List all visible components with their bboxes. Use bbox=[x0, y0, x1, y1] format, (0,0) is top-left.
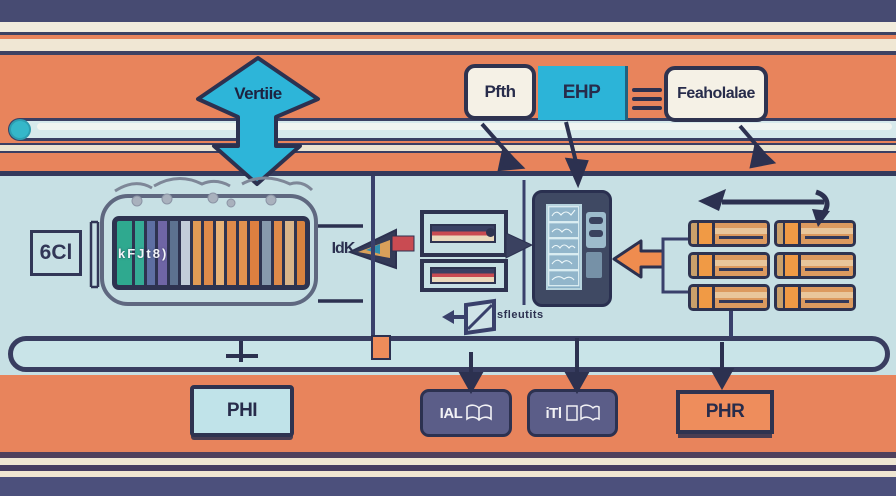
progress-box-2 bbox=[420, 259, 508, 292]
spectrum-bar bbox=[204, 221, 213, 285]
top-stripe-2 bbox=[0, 39, 896, 55]
top-box-feaholalae-label: Feaholalae bbox=[677, 85, 755, 102]
top-box-feaholalae: Feaholalae bbox=[664, 66, 768, 122]
spectrum-bar bbox=[285, 221, 294, 285]
progress-bar-2 bbox=[430, 267, 496, 284]
bottom-box-ial-label: IAL bbox=[439, 404, 463, 422]
diamond-arrow-label: Vertiie bbox=[234, 84, 282, 103]
bottom-box-itl-label: iTl bbox=[545, 404, 563, 422]
open-book-icon bbox=[466, 404, 493, 422]
bottom-navy-band bbox=[0, 477, 896, 496]
bottom-box-ial: IAL bbox=[420, 389, 512, 437]
triple-lines-icon bbox=[632, 88, 662, 110]
battery-cartridge bbox=[774, 220, 856, 247]
bottom-stripe-4 bbox=[0, 471, 896, 477]
left-label-box: 6Cl bbox=[30, 230, 82, 276]
spectrum-bar bbox=[181, 221, 190, 285]
spectrum-bar bbox=[227, 221, 236, 285]
bottom-box-phi: PHI bbox=[190, 385, 294, 437]
bottom-box-itl: iTl bbox=[527, 389, 618, 437]
top-box-ehp-label: EHP bbox=[562, 82, 601, 103]
spectrum-bar bbox=[238, 221, 248, 285]
progress-bar-1 bbox=[430, 224, 496, 243]
left-label-text: 6Cl bbox=[39, 241, 73, 264]
battery-cartridge bbox=[688, 252, 770, 279]
spectrum-bar bbox=[215, 221, 225, 285]
connector-label: IdK bbox=[331, 240, 356, 257]
spectrum-bar bbox=[146, 221, 156, 285]
spectrum-bar bbox=[273, 221, 283, 285]
bottom-stripe-2 bbox=[0, 458, 896, 465]
battery-cartridge bbox=[688, 284, 770, 311]
spectrum-bar bbox=[169, 221, 179, 285]
spectrum-bar bbox=[192, 221, 202, 285]
top-navy-band bbox=[0, 0, 896, 22]
spectrum-overlay-text: kFJt8) bbox=[118, 246, 169, 261]
bottom-box-phi-label: PHI bbox=[226, 400, 258, 421]
spectrum-bar bbox=[296, 221, 305, 285]
bottom-stripe-1 bbox=[0, 452, 896, 458]
phone-side-pill bbox=[589, 217, 603, 224]
top-horizontal-pill-bar bbox=[8, 118, 896, 141]
spectrum-bar bbox=[250, 221, 259, 285]
battery-cartridge bbox=[774, 284, 856, 311]
battery-cartridge bbox=[688, 220, 770, 247]
bottom-box-phr: PHR bbox=[676, 390, 774, 434]
top-box-pfth: Pfth bbox=[464, 64, 536, 120]
pill-teal-cap bbox=[9, 119, 31, 140]
battery-cartridge bbox=[774, 252, 856, 279]
bottom-box-phr-label: PHR bbox=[705, 401, 745, 422]
spectrum-bar bbox=[262, 221, 271, 285]
phone-screen bbox=[546, 204, 582, 290]
phone-screen-doodles bbox=[548, 206, 580, 287]
phone-side-panel-2 bbox=[586, 252, 602, 278]
spectrum-bar bbox=[135, 221, 144, 285]
pill-highlight bbox=[37, 123, 892, 130]
stripe-under-pill bbox=[0, 143, 896, 153]
top-box-ehp: EHP bbox=[538, 66, 628, 120]
spectrum-bars bbox=[112, 216, 310, 290]
bottom-horizontal-pill-bar bbox=[8, 336, 890, 372]
top-stripe-1 bbox=[0, 22, 896, 35]
phone-side-pill bbox=[589, 230, 603, 237]
phone-side-panel bbox=[586, 212, 606, 248]
bottom-stripe-3 bbox=[0, 465, 896, 471]
books-icon bbox=[565, 404, 600, 422]
spectrum-bar bbox=[158, 221, 167, 285]
export-caption: sfleutits bbox=[497, 309, 544, 321]
spectrum-bar bbox=[117, 221, 133, 285]
progress-bar-knob bbox=[486, 228, 495, 237]
top-box-pfth-label: Pfth bbox=[484, 82, 516, 101]
